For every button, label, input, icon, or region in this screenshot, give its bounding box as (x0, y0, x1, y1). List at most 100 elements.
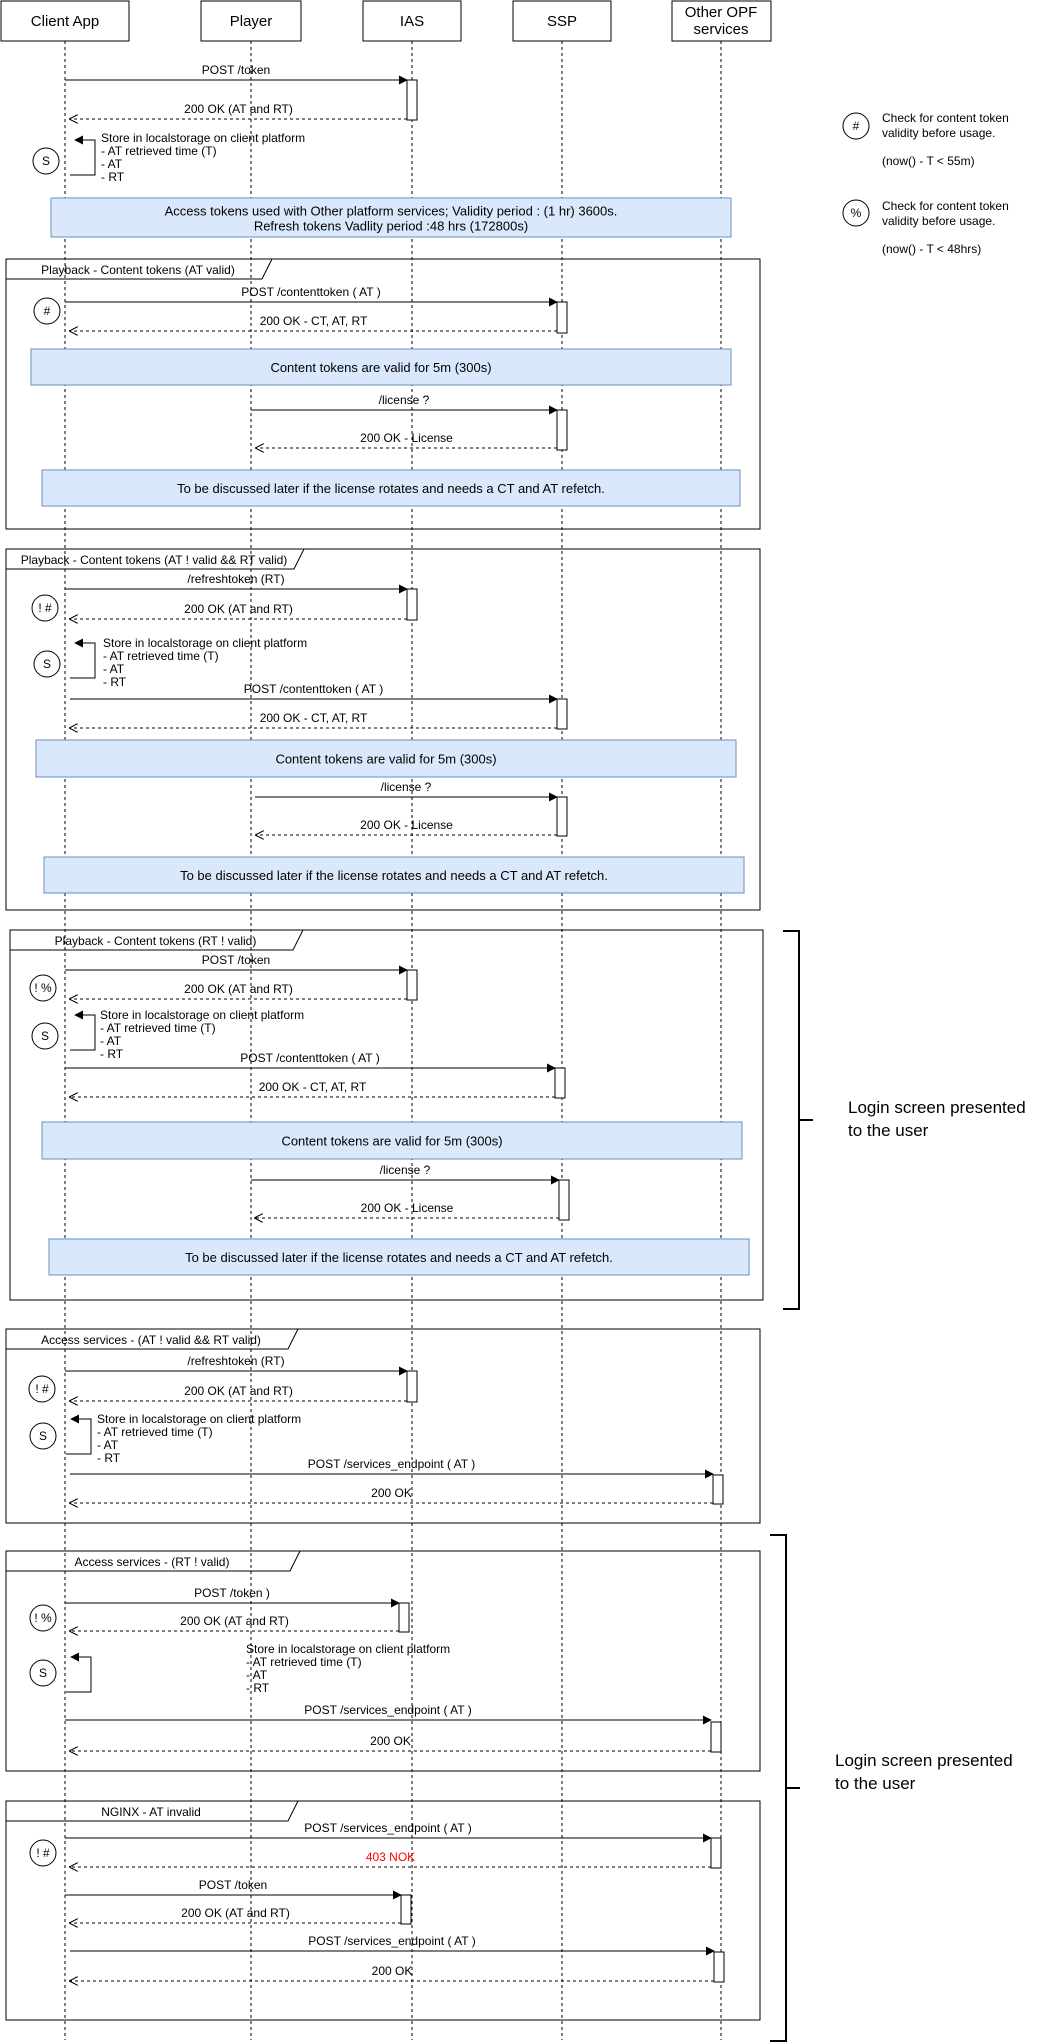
message-label: POST /services_endpoint ( AT ) (304, 1821, 471, 1835)
marker-circle (842, 112, 870, 140)
side-label: to the user (848, 1121, 929, 1140)
fragment-tab (6, 1550, 301, 1572)
note-line: Store in localstorage on client platform (97, 1412, 301, 1426)
note-band (43, 856, 745, 894)
fragment-tab (6, 1328, 299, 1350)
message-label: 200 OK - CT, AT, RT (260, 711, 368, 725)
combined-fragment (5, 1328, 761, 1524)
note-line: - AT retrieved time (T) (100, 1021, 216, 1035)
legend-text: validity before usage. (882, 214, 995, 228)
legend-text: Check for content token (882, 111, 1009, 125)
marker-symbol: S (42, 154, 50, 168)
activation-bar (400, 1894, 412, 1925)
note-line: - RT (246, 1681, 270, 1695)
note-band (41, 1121, 743, 1160)
message-label: 200 OK - License (360, 818, 453, 832)
marker-symbol: # (44, 304, 51, 318)
message-label: 200 OK - License (360, 431, 453, 445)
note-line: Store in localstorage on client platform (101, 131, 305, 145)
combined-fragment (5, 548, 761, 911)
fragment-tab (6, 548, 305, 570)
message-label: POST /token (202, 63, 270, 77)
marker-symbol: S (41, 1029, 49, 1043)
legend-text: validity before usage. (882, 126, 995, 140)
marker-symbol: # (853, 119, 860, 133)
note-band-text: To be discussed later if the license rot… (180, 868, 608, 883)
marker-symbol: ! # (35, 1382, 49, 1396)
combined-fragment (9, 929, 764, 1301)
message-label: /license ? (381, 780, 432, 794)
activation-bar (558, 1179, 570, 1221)
marker-circle (33, 650, 61, 678)
activation-bar (556, 409, 568, 451)
marker-circle (29, 974, 57, 1002)
message-label: /license ? (380, 1163, 431, 1177)
message-label: 200 OK (AT and RT) (184, 102, 293, 116)
actor-label: Player (230, 13, 273, 30)
message-label: /license ? (379, 393, 430, 407)
marker-circle (32, 147, 60, 175)
legend-text: (now() - T < 48hrs) (882, 242, 981, 256)
note-band (35, 739, 737, 778)
actor-label: services (693, 21, 748, 38)
self-message-arrow (70, 1010, 96, 1051)
side-label: Login screen presented (848, 1098, 1026, 1117)
note-band (50, 197, 732, 238)
fragment-tab (10, 929, 304, 951)
note-band (30, 348, 732, 386)
marker-symbol: ! # (36, 1846, 50, 1860)
side-label: Login screen presented (835, 1751, 1013, 1770)
fragment-title: Playback - Content tokens (AT ! valid &&… (21, 553, 288, 567)
marker-circle (29, 1659, 57, 1687)
marker-circle (31, 594, 59, 622)
fragment-title: Playback - Content tokens (RT ! valid) (55, 934, 257, 948)
marker-circle (842, 199, 870, 227)
message-label: 403 NOK (366, 1850, 415, 1864)
self-message-arrow (70, 135, 96, 176)
legend-text: (now() - T < 55m) (882, 154, 975, 168)
note-line: - AT (101, 157, 123, 171)
marker-symbol: S (43, 657, 51, 671)
message-label: /refreshtoken (RT) (187, 1354, 284, 1368)
actor-label: Other OPF (685, 4, 758, 21)
note-line: - AT retrieved time (T) (103, 649, 219, 663)
message-label: POST /contenttoken ( AT ) (240, 1051, 379, 1065)
note-line: - AT (246, 1668, 268, 1682)
marker-circle (29, 1604, 57, 1632)
activation-bar (406, 969, 418, 1001)
marker-circle (28, 1375, 56, 1403)
note-line: Store in localstorage on client platform (103, 636, 307, 650)
note-band-text: To be discussed later if the license rot… (177, 481, 605, 496)
side-label: to the user (835, 1774, 916, 1793)
legend-text: Check for content token (882, 199, 1009, 213)
actor-label: SSP (547, 13, 577, 30)
marker-symbol: ! # (38, 601, 52, 615)
self-message-arrow (66, 1652, 92, 1693)
note-line: - AT (97, 1438, 119, 1452)
marker-circle (31, 1022, 59, 1050)
note-band-text: Access tokens used with Other platform s… (165, 204, 618, 219)
note-line: - AT (103, 662, 125, 676)
activation-bar (712, 1474, 724, 1505)
bracket (783, 930, 813, 1310)
message-label: 200 OK (AT and RT) (184, 1384, 293, 1398)
note-band (41, 469, 741, 507)
message-label: 200 OK (AT and RT) (180, 1614, 289, 1628)
message-label: 200 OK (AT and RT) (184, 602, 293, 616)
message-label: POST /token ) (194, 1586, 270, 1600)
fragment-title: Access services - (AT ! valid && RT vali… (41, 1333, 261, 1347)
note-line: - AT retrieved time (T) (97, 1425, 213, 1439)
message-label: 200 OK (370, 1734, 411, 1748)
message-label: POST /services_endpoint ( AT ) (304, 1703, 471, 1717)
actor-box (0, 0, 130, 42)
note-line: - RT (101, 170, 125, 184)
note-band-text: To be discussed later if the license rot… (185, 1250, 613, 1265)
note-line: - AT retrieved time (T) (246, 1655, 362, 1669)
message-label: POST /services_endpoint ( AT ) (308, 1457, 475, 1471)
self-message-arrow (70, 638, 96, 679)
message-label: POST /services_endpoint ( AT ) (308, 1934, 475, 1948)
fragment-title: Playback - Content tokens (AT valid) (41, 263, 235, 277)
activation-bar (554, 1067, 566, 1099)
message-label: 200 OK - CT, AT, RT (260, 314, 368, 328)
